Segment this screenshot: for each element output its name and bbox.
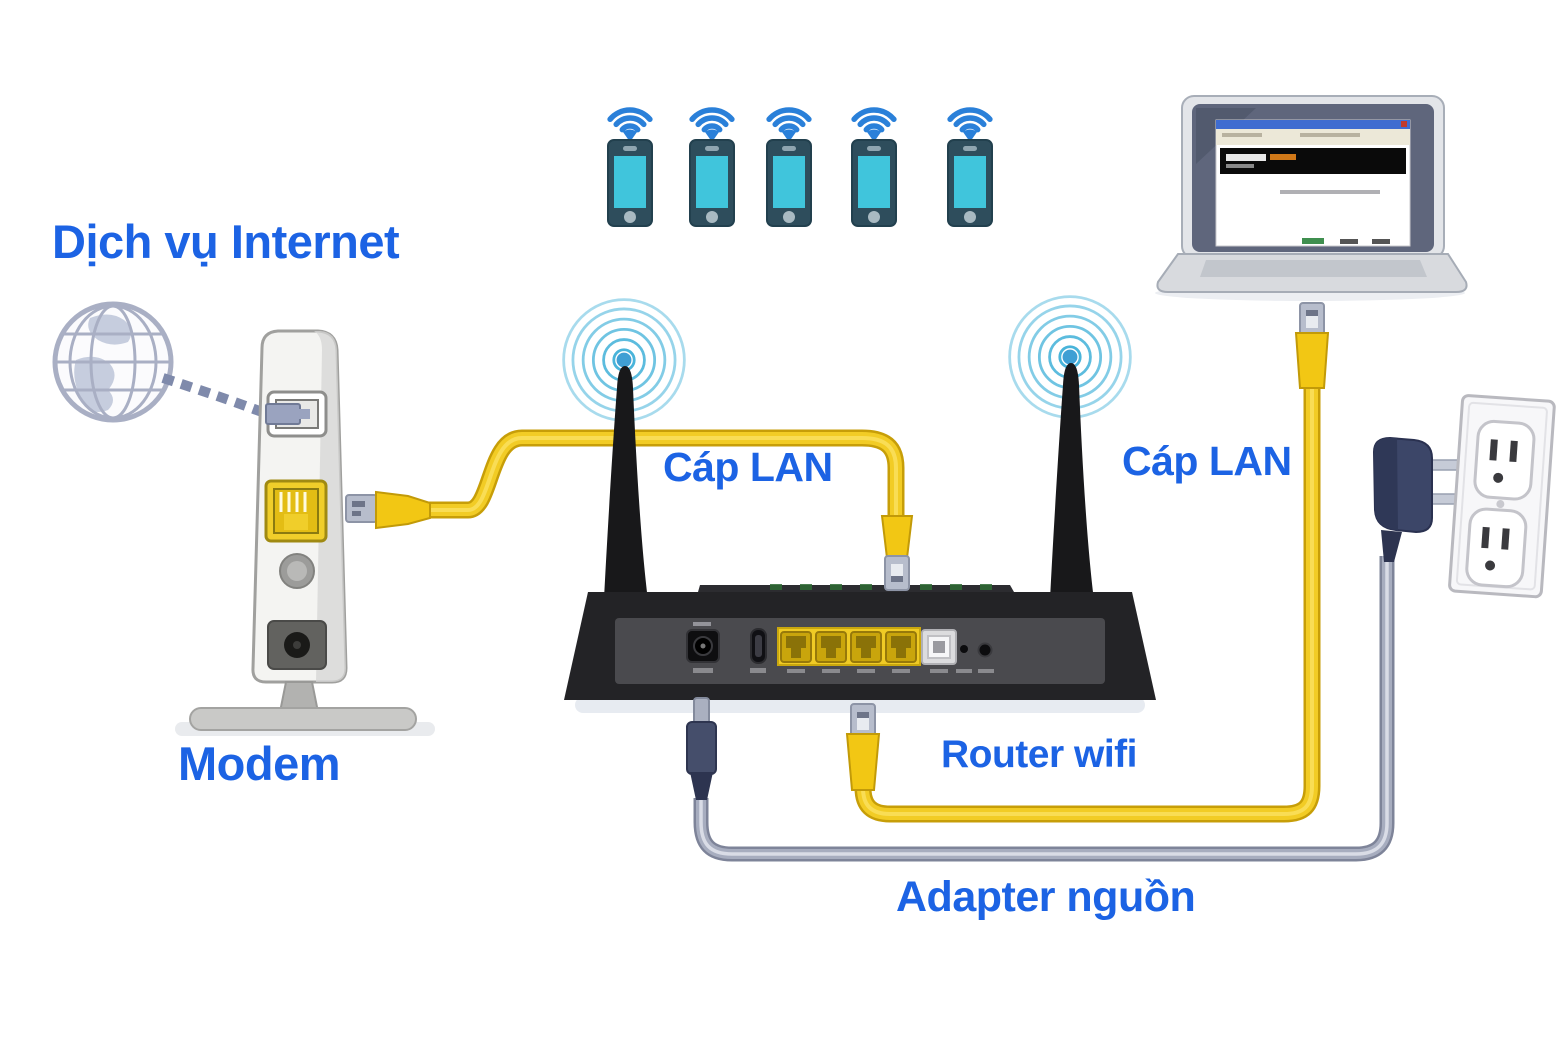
laptop-device: [1156, 95, 1468, 293]
power-cable: [693, 556, 1395, 862]
ethernet-plug-router-top: [880, 515, 914, 591]
router-device: [564, 363, 1156, 700]
router-lan-ports: [777, 627, 921, 673]
modem-stand: [189, 681, 417, 731]
modem-coax-port: [267, 620, 327, 670]
dc-power-plug: [686, 697, 717, 800]
ethernet-plug-router-bottom: [845, 703, 881, 791]
laptop-base: [1156, 253, 1468, 293]
modem-button: [279, 553, 315, 589]
phone: [690, 110, 734, 226]
router-usb-port: [750, 628, 767, 673]
outlet-receptacle: [1465, 507, 1528, 589]
lan-cable-modem-router: [345, 429, 905, 530]
modem-label: Modem: [178, 737, 341, 790]
ethernet-plug-modem: [345, 490, 431, 530]
router-wifi-label: Router wifi: [941, 733, 1138, 776]
laptop-screen: [1215, 119, 1411, 247]
plug-prong: [1429, 493, 1459, 505]
phone: [608, 110, 652, 226]
internet-service-label: Dịch vụ Internet: [52, 215, 400, 268]
lan-cable-label-left: Cáp LAN: [663, 444, 833, 490]
router-wan-port: [921, 629, 957, 673]
modem-ethernet-port: [264, 479, 328, 543]
wall-outlet: [1448, 394, 1556, 599]
ethernet-plug-laptop: [1294, 302, 1330, 389]
plug-prong: [1429, 459, 1459, 471]
router-reset-hole: [960, 645, 968, 653]
phone: [852, 110, 896, 226]
outlet-receptacle: [1473, 419, 1536, 501]
lan-cable-router-laptop: [854, 302, 1330, 823]
router-antenna-left: [604, 366, 648, 600]
router-power-jack: [686, 622, 720, 673]
dashed-internet-line: [161, 373, 264, 417]
router-antenna-right: [1050, 363, 1094, 600]
power-adapter-label: Adapter nguồn: [896, 873, 1196, 921]
modem-phone-port: [265, 390, 328, 438]
router-wps-button: [977, 642, 993, 658]
phone: [767, 110, 811, 226]
power-plug: [1372, 436, 1459, 562]
phone: [948, 110, 992, 226]
modem-device: [189, 329, 417, 731]
lan-cable-label-right: Cáp LAN: [1122, 438, 1292, 484]
internet-globe-icon: [52, 301, 174, 423]
